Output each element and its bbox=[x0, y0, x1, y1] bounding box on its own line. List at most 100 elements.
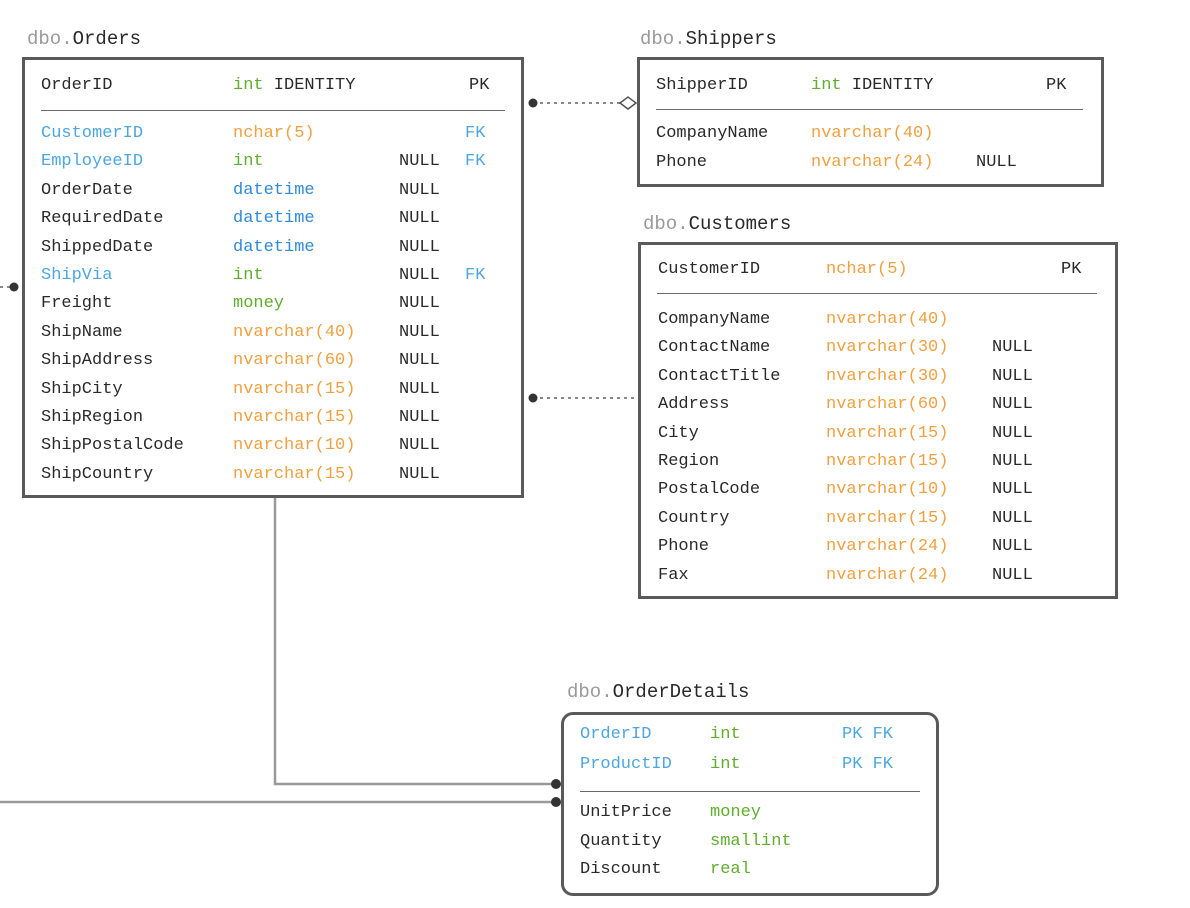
column-type: datetime bbox=[233, 209, 315, 229]
column-nullable: NULL bbox=[399, 266, 440, 285]
column-type-cell: int bbox=[233, 262, 264, 290]
column-type-cell: money bbox=[710, 799, 761, 827]
customers-key-separator bbox=[657, 293, 1097, 294]
column-type: nvarchar(15) bbox=[826, 423, 949, 443]
column-type: nvarchar(15) bbox=[233, 408, 356, 427]
column-type-cell: datetime bbox=[233, 177, 315, 205]
column-type: int bbox=[233, 76, 264, 95]
column-type: nvarchar(10) bbox=[233, 436, 356, 456]
column-keys: PK bbox=[1061, 260, 1082, 279]
column-name: ShipVia bbox=[41, 266, 113, 285]
customers-schema-prefix: dbo. bbox=[643, 213, 689, 235]
column-nullable: NULL bbox=[399, 322, 440, 342]
column-name: ShipName bbox=[41, 322, 123, 342]
column-name: ContactTitle bbox=[658, 366, 781, 386]
column-type-cell: int IDENTITY bbox=[811, 72, 933, 100]
column-type: nchar(5) bbox=[826, 260, 908, 279]
column-type: nvarchar(60) bbox=[826, 395, 949, 415]
orders-table-title: dbo.Orders bbox=[27, 28, 141, 50]
column-nullable: NULL bbox=[992, 508, 1033, 528]
column-type: nvarchar(30) bbox=[826, 338, 949, 358]
orderdetails-table-name: OrderDetails bbox=[612, 681, 750, 703]
column-identity: IDENTITY bbox=[841, 76, 934, 95]
column-nullable: NULL bbox=[399, 152, 440, 172]
column-nullable: NULL bbox=[399, 351, 440, 371]
customers-table-name: Customers bbox=[688, 213, 792, 235]
column-type-cell: nvarchar(24) bbox=[826, 562, 948, 590]
column-type-cell: nvarchar(40) bbox=[811, 120, 933, 148]
column-type: nchar(5) bbox=[233, 124, 315, 143]
orderdetails-table-title: dbo.OrderDetails bbox=[567, 681, 749, 703]
orders-customers-end bbox=[528, 393, 538, 403]
column-name: CustomerID bbox=[41, 124, 144, 143]
column-type-cell: nvarchar(24) bbox=[811, 149, 933, 177]
column-name: CompanyName bbox=[656, 124, 769, 143]
column-nullable: NULL bbox=[399, 436, 440, 456]
column-type: nvarchar(40) bbox=[811, 124, 934, 143]
column-type: nvarchar(24) bbox=[826, 565, 949, 585]
column-keys: PK FK bbox=[842, 755, 894, 774]
column-nullable: NULL bbox=[399, 237, 440, 257]
column-name: PostalCode bbox=[658, 480, 761, 500]
column-type: datetime bbox=[233, 237, 315, 257]
column-type-cell: nvarchar(60) bbox=[233, 347, 355, 375]
column-type: int bbox=[811, 76, 842, 95]
column-name: OrderID bbox=[41, 76, 113, 95]
column-type: nvarchar(15) bbox=[826, 508, 949, 528]
column-keys: PK FK bbox=[842, 725, 894, 744]
column-name: Discount bbox=[580, 860, 662, 879]
column-type: money bbox=[710, 803, 762, 822]
products-orderdetails-end bbox=[551, 797, 561, 807]
column-name: OrderID bbox=[580, 725, 652, 744]
orders-schema-prefix: dbo. bbox=[27, 28, 73, 50]
column-type-cell: nvarchar(15) bbox=[826, 420, 948, 448]
column-type: nvarchar(15) bbox=[233, 379, 356, 399]
column-type: datetime bbox=[233, 180, 315, 200]
orderdetails-schema-prefix: dbo. bbox=[567, 681, 613, 703]
column-nullable: NULL bbox=[992, 423, 1033, 443]
column-name: Phone bbox=[658, 537, 710, 557]
column-type: smallint bbox=[710, 831, 792, 851]
column-nullable: NULL bbox=[992, 452, 1033, 471]
column-nullable: NULL bbox=[399, 379, 440, 399]
column-nullable: NULL bbox=[976, 153, 1017, 172]
shippers-column-row[interactable]: CompanyName nvarchar(40) bbox=[640, 120, 1101, 148]
column-name: CompanyName bbox=[658, 310, 771, 329]
